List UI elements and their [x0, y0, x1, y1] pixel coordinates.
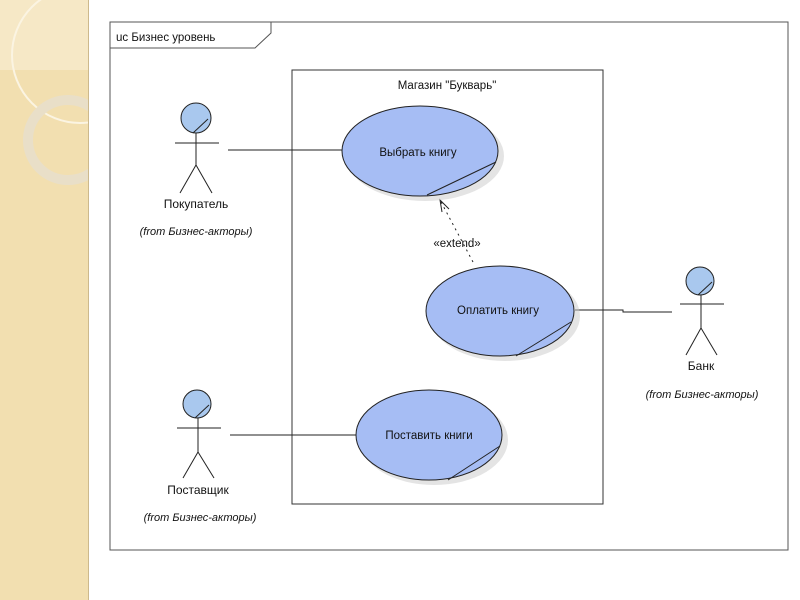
actor-bank[interactable]: Банк (from Бизнес-акторы) [646, 266, 759, 401]
actor-origin: (from Бизнес-акторы) [144, 512, 257, 524]
actor-stick-figure-icon [175, 102, 219, 194]
frame-title: uc Бизнес уровень [116, 32, 215, 44]
actor-stick-figure-icon [177, 389, 221, 479]
system-boundary: Магазин "Букварь" [291, 69, 604, 505]
actor-origin: (from Бизнес-акторы) [140, 226, 253, 238]
actor-name: Покупатель [164, 197, 228, 211]
extend-label: «extend» [433, 238, 480, 250]
actor-supplier[interactable]: Поставщик (from Бизнес-акторы) [144, 389, 257, 524]
associations [228, 149, 672, 436]
use-case-deliver-books[interactable]: Поставить книги [355, 389, 508, 485]
actor-name: Поставщик [167, 483, 229, 497]
actor-buyer[interactable]: Покупатель (from Бизнес-акторы) [140, 102, 253, 238]
slide-decoration-panel [0, 0, 89, 600]
use-case-label: Выбрать книгу [379, 147, 457, 159]
actor-stick-figure-icon [680, 266, 724, 356]
system-name: Магазин "Букварь" [398, 80, 497, 92]
use-case-label: Поставить книги [385, 430, 472, 442]
association-bank-pay [575, 309, 672, 313]
use-case-label: Оплатить книгу [457, 305, 539, 317]
actor-name: Банк [688, 359, 715, 373]
decorative-circles [0, 0, 88, 185]
actor-origin: (from Бизнес-акторы) [646, 389, 759, 401]
use-case-pay-book[interactable]: Оплатить книгу [425, 265, 580, 361]
use-case-select-book[interactable]: Выбрать книгу [341, 105, 504, 201]
